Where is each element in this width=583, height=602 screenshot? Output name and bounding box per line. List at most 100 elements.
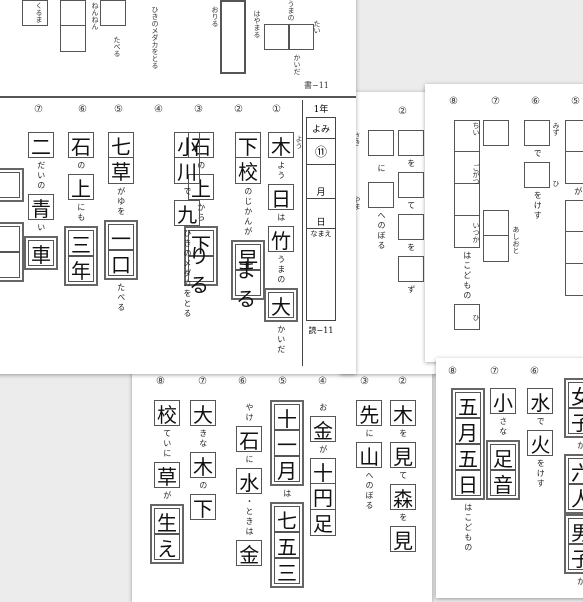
kana-text: のじかんが — [243, 187, 253, 237]
kanji-box: 五 — [454, 444, 481, 471]
kanji-box: 水 — [527, 388, 554, 415]
kana-text: うまの — [276, 255, 286, 285]
worksheet-number: ⑪ — [306, 139, 336, 165]
kanji-box: 小 — [174, 132, 201, 159]
kana-text: よう — [276, 161, 286, 181]
kanji-box: 木 — [190, 452, 216, 479]
kana-text: の — [76, 161, 86, 171]
kanji-box: 山 — [356, 442, 383, 469]
ruby-text: たい — [313, 20, 321, 34]
kana-text: を — [398, 513, 408, 523]
question-number: ⑧ — [449, 96, 458, 107]
kana-text: さな — [498, 417, 508, 437]
question-number: ⑥ — [238, 376, 247, 387]
kana-text: ず — [406, 285, 416, 295]
kanji-box: 上 — [68, 174, 94, 201]
kanji-box — [0, 226, 20, 252]
ruby-text: いつか — [472, 222, 480, 243]
blank-column: を て を ず — [398, 130, 424, 298]
ruby-text: ちい — [472, 122, 480, 136]
blank-box — [60, 0, 86, 26]
question-number: ② — [398, 376, 407, 387]
kanji-box: 早 — [234, 244, 261, 271]
ruby-text: くるま — [35, 2, 43, 23]
kana-text: が — [162, 491, 172, 501]
question-number: ③ — [360, 376, 369, 387]
blank-box — [264, 24, 290, 50]
kana-text: に — [244, 455, 254, 465]
blank-box — [524, 162, 551, 188]
top-strip-box — [288, 24, 314, 50]
answer-column-6: 水 で 火 をけす — [526, 388, 555, 492]
kanji-box: 人 — [568, 484, 583, 511]
question-number: ⑧ — [156, 376, 165, 387]
question-number: ① — [272, 104, 281, 115]
kanji-box: 石 — [188, 132, 214, 159]
answer-box: 早 まる — [230, 240, 265, 311]
kanji-box: え — [154, 534, 180, 561]
blank-box — [60, 26, 86, 52]
kana-text: ひきのメダカをとる — [182, 229, 192, 319]
ruby-text: たべる — [113, 36, 121, 57]
kana-text: て — [406, 201, 416, 211]
answer-box: 生 え — [150, 504, 184, 564]
kanji-box: 五 — [274, 532, 300, 559]
kanji-box: 下 — [234, 132, 261, 159]
blank-box — [220, 0, 246, 74]
answer-box: 七 五 三 — [270, 502, 304, 588]
kana-text: やけ — [244, 403, 254, 423]
worksheet-main: たい うまの はやまる かいだ おりる ひきのメダカをとる たべる ねんねん く… — [0, 0, 356, 374]
blank-box — [565, 200, 583, 232]
top-strip-box — [264, 24, 290, 50]
answer-box — [0, 168, 24, 202]
kanji-box: 下 — [190, 494, 216, 521]
blank-box — [453, 152, 480, 184]
blank-box — [483, 120, 509, 146]
answer-box: 男 子 — [564, 514, 583, 574]
blank-column-6: で をけす — [523, 120, 552, 224]
question-number: ④ — [318, 376, 327, 387]
answer-column-3: 先 に 山 へのぼる — [350, 400, 388, 514]
question-column-4: 小 川 で 九 ひきのメダカをとる — [144, 132, 230, 322]
blank-column-8: はこどもの — [443, 120, 491, 330]
divider — [0, 96, 356, 98]
answer-column-4: お 金 が 十 円 足 — [310, 400, 336, 536]
ruby-text: かいだ — [293, 54, 301, 75]
ruby-text: みず — [552, 122, 560, 136]
question-column-1: 木よう よう 日 は 竹 うまの 大 かいだ — [264, 132, 303, 358]
blank-column-7 — [483, 120, 509, 262]
blank-box — [100, 0, 126, 26]
kana-text: が — [573, 187, 583, 197]
kanji-box: 見 — [390, 442, 416, 469]
question-number: ⑧ — [448, 366, 457, 377]
kanji-box: 青 — [28, 194, 54, 221]
partial-column — [0, 168, 24, 282]
kana-text: がゆを — [116, 187, 126, 217]
ruby-text: やま — [353, 196, 361, 210]
kana-text: で — [182, 187, 192, 197]
answer-box: 車 — [24, 236, 58, 270]
kanji-box: 年 — [68, 256, 94, 283]
header-divider — [302, 100, 304, 366]
question-number: ⑦ — [491, 96, 500, 107]
answer-column-5: 十 一 月 は 七 五 三 — [270, 400, 304, 588]
kanji-box — [0, 172, 20, 198]
blank-box — [483, 236, 509, 262]
question-number: ⑦ — [490, 366, 499, 377]
kanji-box: 月 — [454, 418, 481, 445]
kanji-box: 先 — [356, 400, 383, 427]
kanji-box: 円 — [310, 484, 336, 510]
kana-text: お — [318, 403, 328, 413]
blank-box — [565, 264, 583, 296]
kanji-box: 七 — [274, 506, 300, 533]
answer-column-6: やけ 石 に 水 ・ときは 金 — [230, 400, 268, 567]
answer-box: 足 音 — [486, 440, 520, 500]
kanji-box: 口 — [108, 250, 134, 277]
kanji-box: 一 — [108, 224, 134, 251]
blank-box — [483, 210, 509, 236]
blank-box — [22, 0, 48, 26]
question-number: ② — [398, 106, 407, 117]
blank-box — [398, 214, 424, 240]
kanji-box: 火 — [527, 430, 554, 457]
answer-column-7: 小 さな 足 音 — [486, 388, 520, 500]
